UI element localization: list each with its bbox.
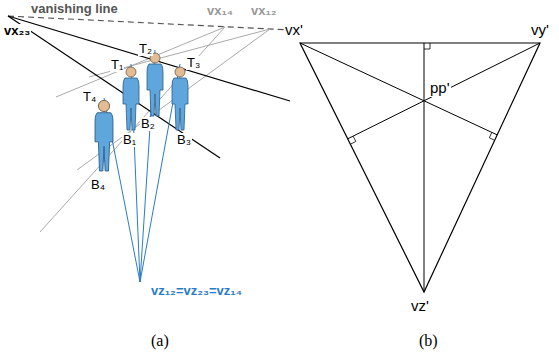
- vanishing-point-label: vx₁₂: [250, 4, 278, 18]
- point-label: T₁: [110, 58, 124, 72]
- altitude-line: [300, 43, 497, 135]
- right-angle-mark: [350, 136, 355, 144]
- point-label: pp': [429, 80, 451, 97]
- person-head: [175, 67, 185, 77]
- person-figure: [95, 100, 113, 171]
- right-angle-mark: [489, 132, 494, 140]
- point-label: T₄: [82, 90, 97, 104]
- point-label: B₁: [122, 133, 137, 147]
- person-body: [172, 78, 188, 130]
- person-figure: [147, 53, 163, 116]
- perspective-line: [8, 16, 220, 158]
- vertex-label: vx': [284, 22, 304, 39]
- person-body: [147, 64, 163, 116]
- point-label: B₄: [90, 178, 106, 192]
- panel-label: (a): [150, 332, 170, 350]
- person-figure: [123, 67, 139, 130]
- vanishing-line-label: vanishing line: [30, 2, 119, 16]
- vertex-label: vy': [530, 22, 550, 39]
- person-body: [95, 113, 113, 171]
- perspective-line: [77, 29, 270, 170]
- vanishing-point-label: vx₂₃: [3, 24, 31, 38]
- vanishing-point-label: vz₁₂=vz₂₃=vz₁₄: [150, 284, 243, 298]
- person-figure: [172, 67, 188, 130]
- person-head: [98, 100, 109, 111]
- panel-label: (b): [418, 332, 439, 350]
- person-head: [126, 67, 136, 77]
- point-label: B₃: [176, 133, 192, 147]
- triangle: [300, 43, 540, 292]
- point-label: B₂: [140, 117, 156, 131]
- person-body: [123, 78, 139, 130]
- vertex-label: vz': [410, 298, 430, 315]
- perspective-line: [89, 29, 270, 77]
- altitude-line: [348, 43, 540, 139]
- point-label: T₂: [138, 42, 153, 56]
- altitude-line: [424, 43, 425, 292]
- perspective-line: [40, 27, 225, 232]
- vanishing-point-label: vx₁₄: [206, 4, 234, 18]
- right-angle-mark: [424, 43, 430, 49]
- point-label: T₃: [186, 56, 201, 70]
- vanishing-line: [8, 16, 290, 30]
